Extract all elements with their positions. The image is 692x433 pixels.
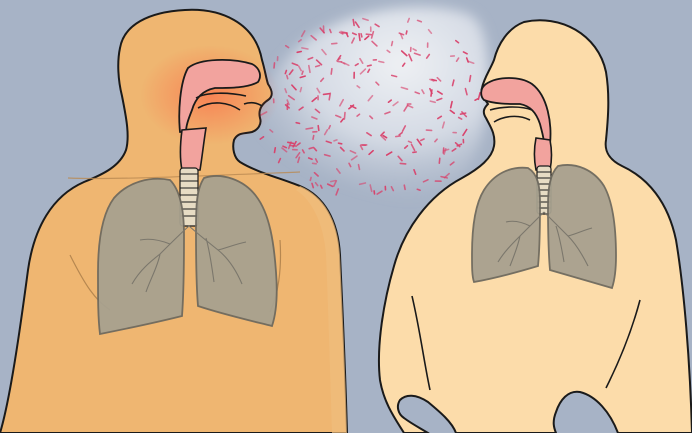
droplet-particle: [344, 113, 345, 120]
droplet-particle: [300, 88, 301, 92]
healthy-pharynx: [535, 138, 552, 170]
droplet-particle: [417, 189, 420, 190]
droplet-particle: [470, 76, 471, 82]
droplet-particle: [396, 136, 400, 137]
droplet-particle: [359, 165, 360, 170]
droplet-particle: [406, 31, 407, 34]
droplet-particle: [274, 63, 275, 68]
droplet-particle: [331, 181, 336, 182]
droplet-particle: [297, 52, 301, 53]
droplet-particle: [361, 34, 362, 37]
droplet-particle: [392, 42, 393, 46]
droplet-particle: [330, 30, 331, 33]
droplet-particle: [313, 163, 317, 164]
droplet-particle: [431, 90, 432, 96]
droplet-particle: [339, 143, 342, 144]
droplet-particle: [275, 148, 276, 153]
droplet-particle: [302, 48, 308, 49]
droplet-particle: [461, 113, 466, 114]
infected-left-lung: [98, 179, 184, 334]
droplet-particle: [324, 94, 330, 95]
droplet-particle: [313, 136, 314, 140]
droplet-particle: [332, 43, 337, 44]
droplet-particle: [368, 65, 372, 66]
droplet-particle: [318, 126, 319, 131]
droplet-particle: [290, 146, 296, 147]
droplet-particle: [379, 61, 384, 62]
droplet-particle: [366, 34, 371, 35]
droplet-particle: [329, 93, 330, 100]
droplet-particle: [306, 128, 313, 129]
droplet-particle: [288, 142, 294, 143]
droplet-particle: [296, 123, 299, 124]
droplet-particle: [359, 34, 360, 41]
droplet-particle: [316, 66, 320, 67]
droplet-particle: [404, 185, 405, 189]
droplet-particle: [302, 71, 303, 74]
droplet-particle: [285, 71, 286, 74]
droplet-particle: [331, 69, 332, 74]
droplet-particle: [287, 75, 288, 78]
droplet-particle: [334, 140, 337, 141]
droplet-particle: [353, 20, 354, 26]
droplet-particle: [310, 178, 311, 181]
droplet-particle: [439, 158, 440, 163]
droplet-particle: [409, 141, 412, 142]
droplet-particle: [400, 163, 405, 164]
